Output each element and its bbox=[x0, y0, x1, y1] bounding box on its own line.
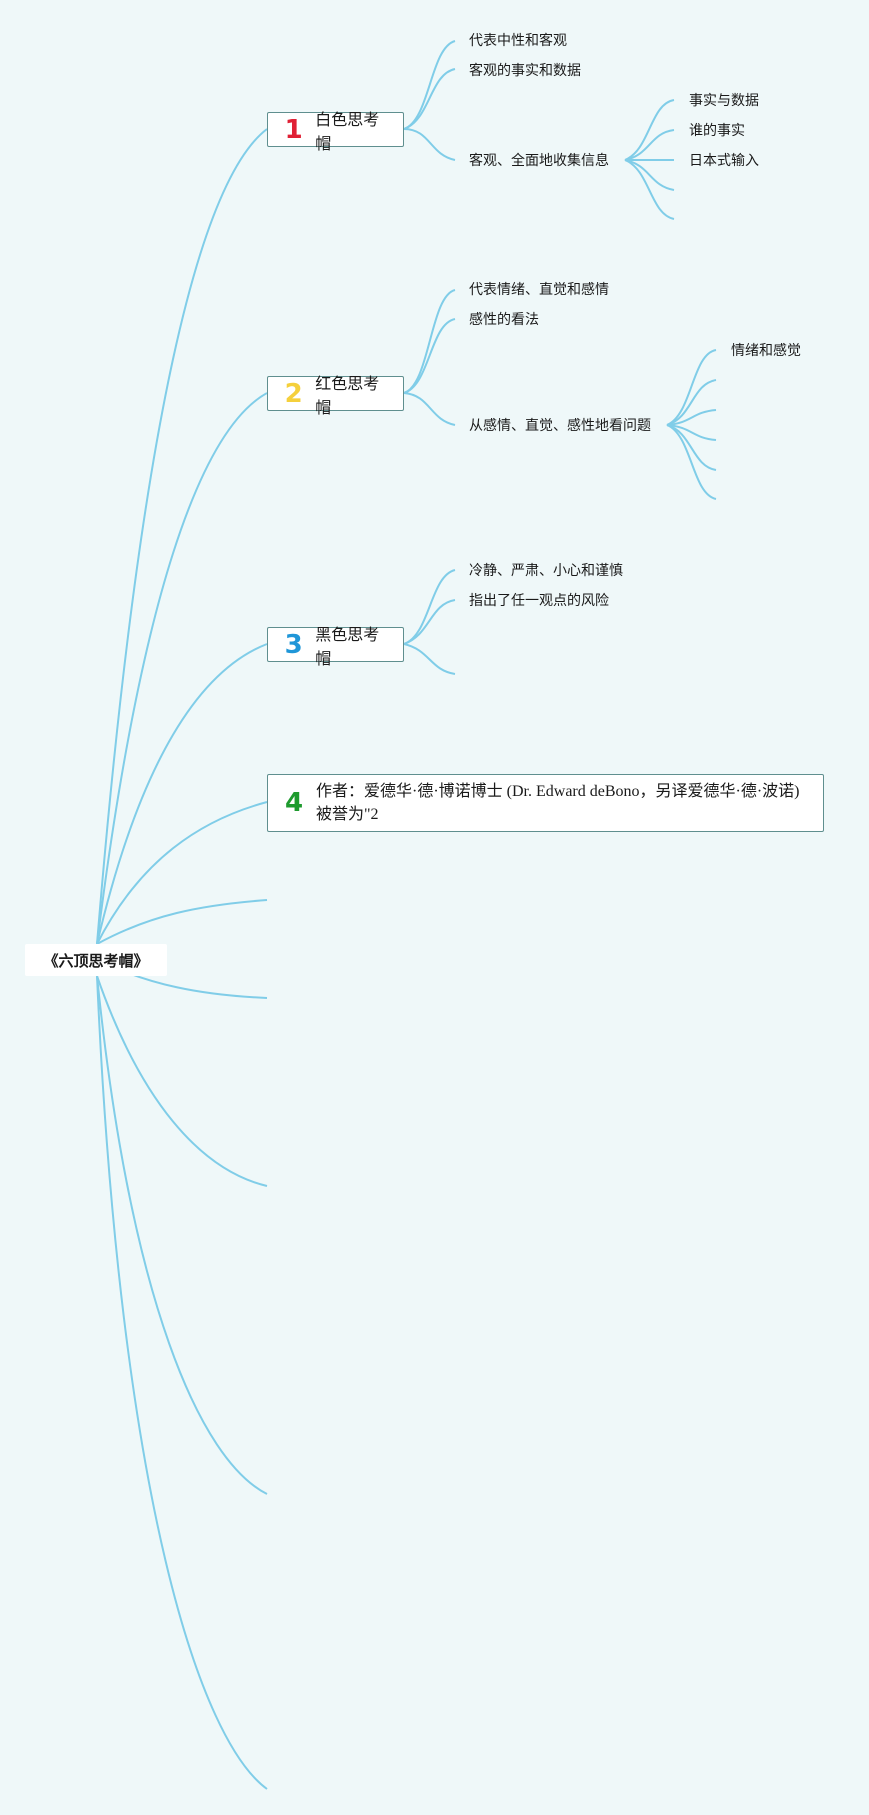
author-line-1: 作者：爱德华·德·博诺博士 (Dr. Edward deBono，另译爱德华·德… bbox=[316, 783, 800, 800]
branch-label: 黑色思考帽 bbox=[315, 624, 380, 668]
connector-b2s-2 bbox=[666, 379, 717, 426]
connector-b2s-6 bbox=[666, 424, 717, 500]
connector-b2-l2 bbox=[403, 318, 456, 394]
branch-black-hat[interactable]: 3 黑色思考帽 bbox=[267, 625, 404, 668]
author-line-2: 被誉为"2 bbox=[316, 806, 379, 823]
connector-root-empty9 bbox=[96, 975, 268, 1790]
branch-label: 红色思考帽 bbox=[315, 373, 380, 417]
connector-b2-l3 bbox=[403, 392, 456, 426]
connector-b1-l1 bbox=[403, 40, 456, 130]
connector-root-branch3 bbox=[96, 643, 268, 945]
connector-root-branch4 bbox=[96, 801, 268, 945]
branch-white-hat[interactable]: 1 白色思考帽 bbox=[267, 110, 404, 153]
branch-author[interactable]: 4 作者：爱德华·德·博诺博士 (Dr. Edward deBono，另译爱德华… bbox=[267, 774, 824, 832]
number-3-icon: 3 bbox=[284, 629, 303, 660]
branch-author-text: 作者：爱德华·德·博诺博士 (Dr. Edward deBono，另译爱德华·德… bbox=[316, 780, 800, 826]
subleaf-node[interactable]: 情绪和感觉 bbox=[731, 343, 801, 359]
connector-b3-l2 bbox=[403, 599, 456, 645]
connector-b1s-5 bbox=[624, 159, 675, 220]
connector-b2s-4 bbox=[666, 424, 717, 441]
connector-b3-l3 bbox=[403, 643, 456, 675]
connector-root-empty5 bbox=[96, 899, 268, 945]
connector-root-branch2 bbox=[96, 392, 268, 945]
connector-b2s-5 bbox=[666, 424, 717, 471]
leaf-node[interactable]: 代表情绪、直觉和感情 bbox=[469, 282, 609, 298]
leaf-node[interactable]: 代表中性和客观 bbox=[469, 33, 567, 49]
leaf-node[interactable]: 指出了任一观点的风险 bbox=[469, 593, 609, 609]
number-1-icon: 1 bbox=[284, 114, 303, 145]
branch-red-hat[interactable]: 2 红色思考帽 bbox=[267, 374, 404, 417]
subleaf-node[interactable]: 日本式输入 bbox=[689, 153, 759, 169]
leaf-node[interactable]: 客观、全面地收集信息 bbox=[469, 153, 609, 169]
leaf-node[interactable]: 感性的看法 bbox=[469, 312, 539, 328]
leaf-node[interactable]: 从感情、直觉、感性地看问题 bbox=[469, 418, 651, 434]
connector-b1-l2 bbox=[403, 68, 456, 130]
leaf-node[interactable]: 客观的事实和数据 bbox=[469, 63, 581, 79]
leaf-node[interactable]: 冷静、严肃、小心和谨慎 bbox=[469, 563, 623, 579]
branch-label: 白色思考帽 bbox=[315, 109, 380, 153]
number-4-icon: 4 bbox=[284, 788, 304, 818]
number-2-icon: 2 bbox=[284, 378, 303, 409]
root-node[interactable]: 《六顶思考帽》 bbox=[25, 944, 167, 976]
connector-root-branch1 bbox=[96, 128, 268, 945]
connector-b1-l3 bbox=[403, 128, 456, 161]
connector-b3-l1 bbox=[403, 569, 456, 645]
connector-b1s-1 bbox=[624, 99, 675, 161]
connector-b1s-2 bbox=[624, 129, 675, 161]
connector-root-empty8 bbox=[96, 975, 268, 1495]
connector-b2-l1 bbox=[403, 289, 456, 394]
connector-b1s-4 bbox=[624, 159, 675, 191]
subleaf-node[interactable]: 谁的事实 bbox=[689, 123, 745, 139]
connector-b2s-3 bbox=[666, 409, 717, 426]
subleaf-node[interactable]: 事实与数据 bbox=[689, 93, 759, 109]
connector-b2s-1 bbox=[666, 349, 717, 426]
connector-root-empty7 bbox=[96, 975, 268, 1187]
